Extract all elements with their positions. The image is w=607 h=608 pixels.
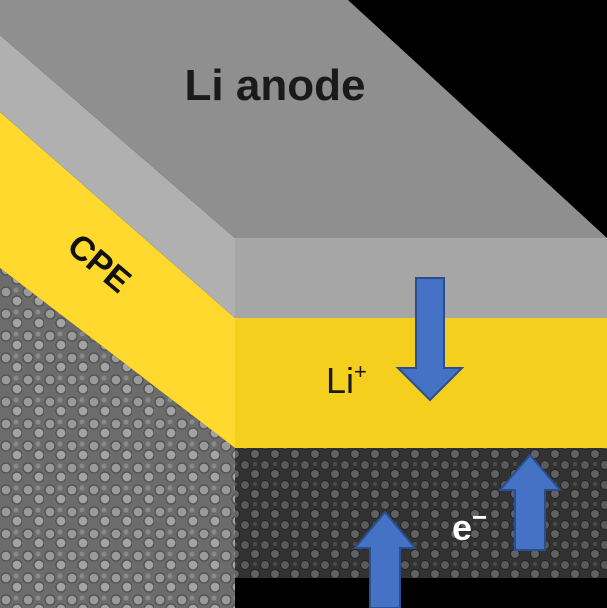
electron-arrow-up-left xyxy=(352,510,418,608)
cathode-front-face xyxy=(235,448,607,578)
anode-side-face xyxy=(0,35,235,318)
li-ion-arrow-down xyxy=(395,277,465,402)
cathode-side-face xyxy=(0,268,235,608)
li-ion-label-base: Li xyxy=(326,360,354,401)
li-ion-label-sup: + xyxy=(354,359,367,384)
electron-label-base: e xyxy=(452,507,472,548)
electron-arrow-up-right xyxy=(497,453,563,551)
electrolyte-side-face xyxy=(0,112,235,448)
electron-label-sup: − xyxy=(472,502,487,532)
anode-top-face xyxy=(0,0,607,238)
electron-label: e− xyxy=(452,502,487,548)
li-ion-label: Li+ xyxy=(326,359,367,401)
anode-label: Li anode xyxy=(185,61,366,110)
